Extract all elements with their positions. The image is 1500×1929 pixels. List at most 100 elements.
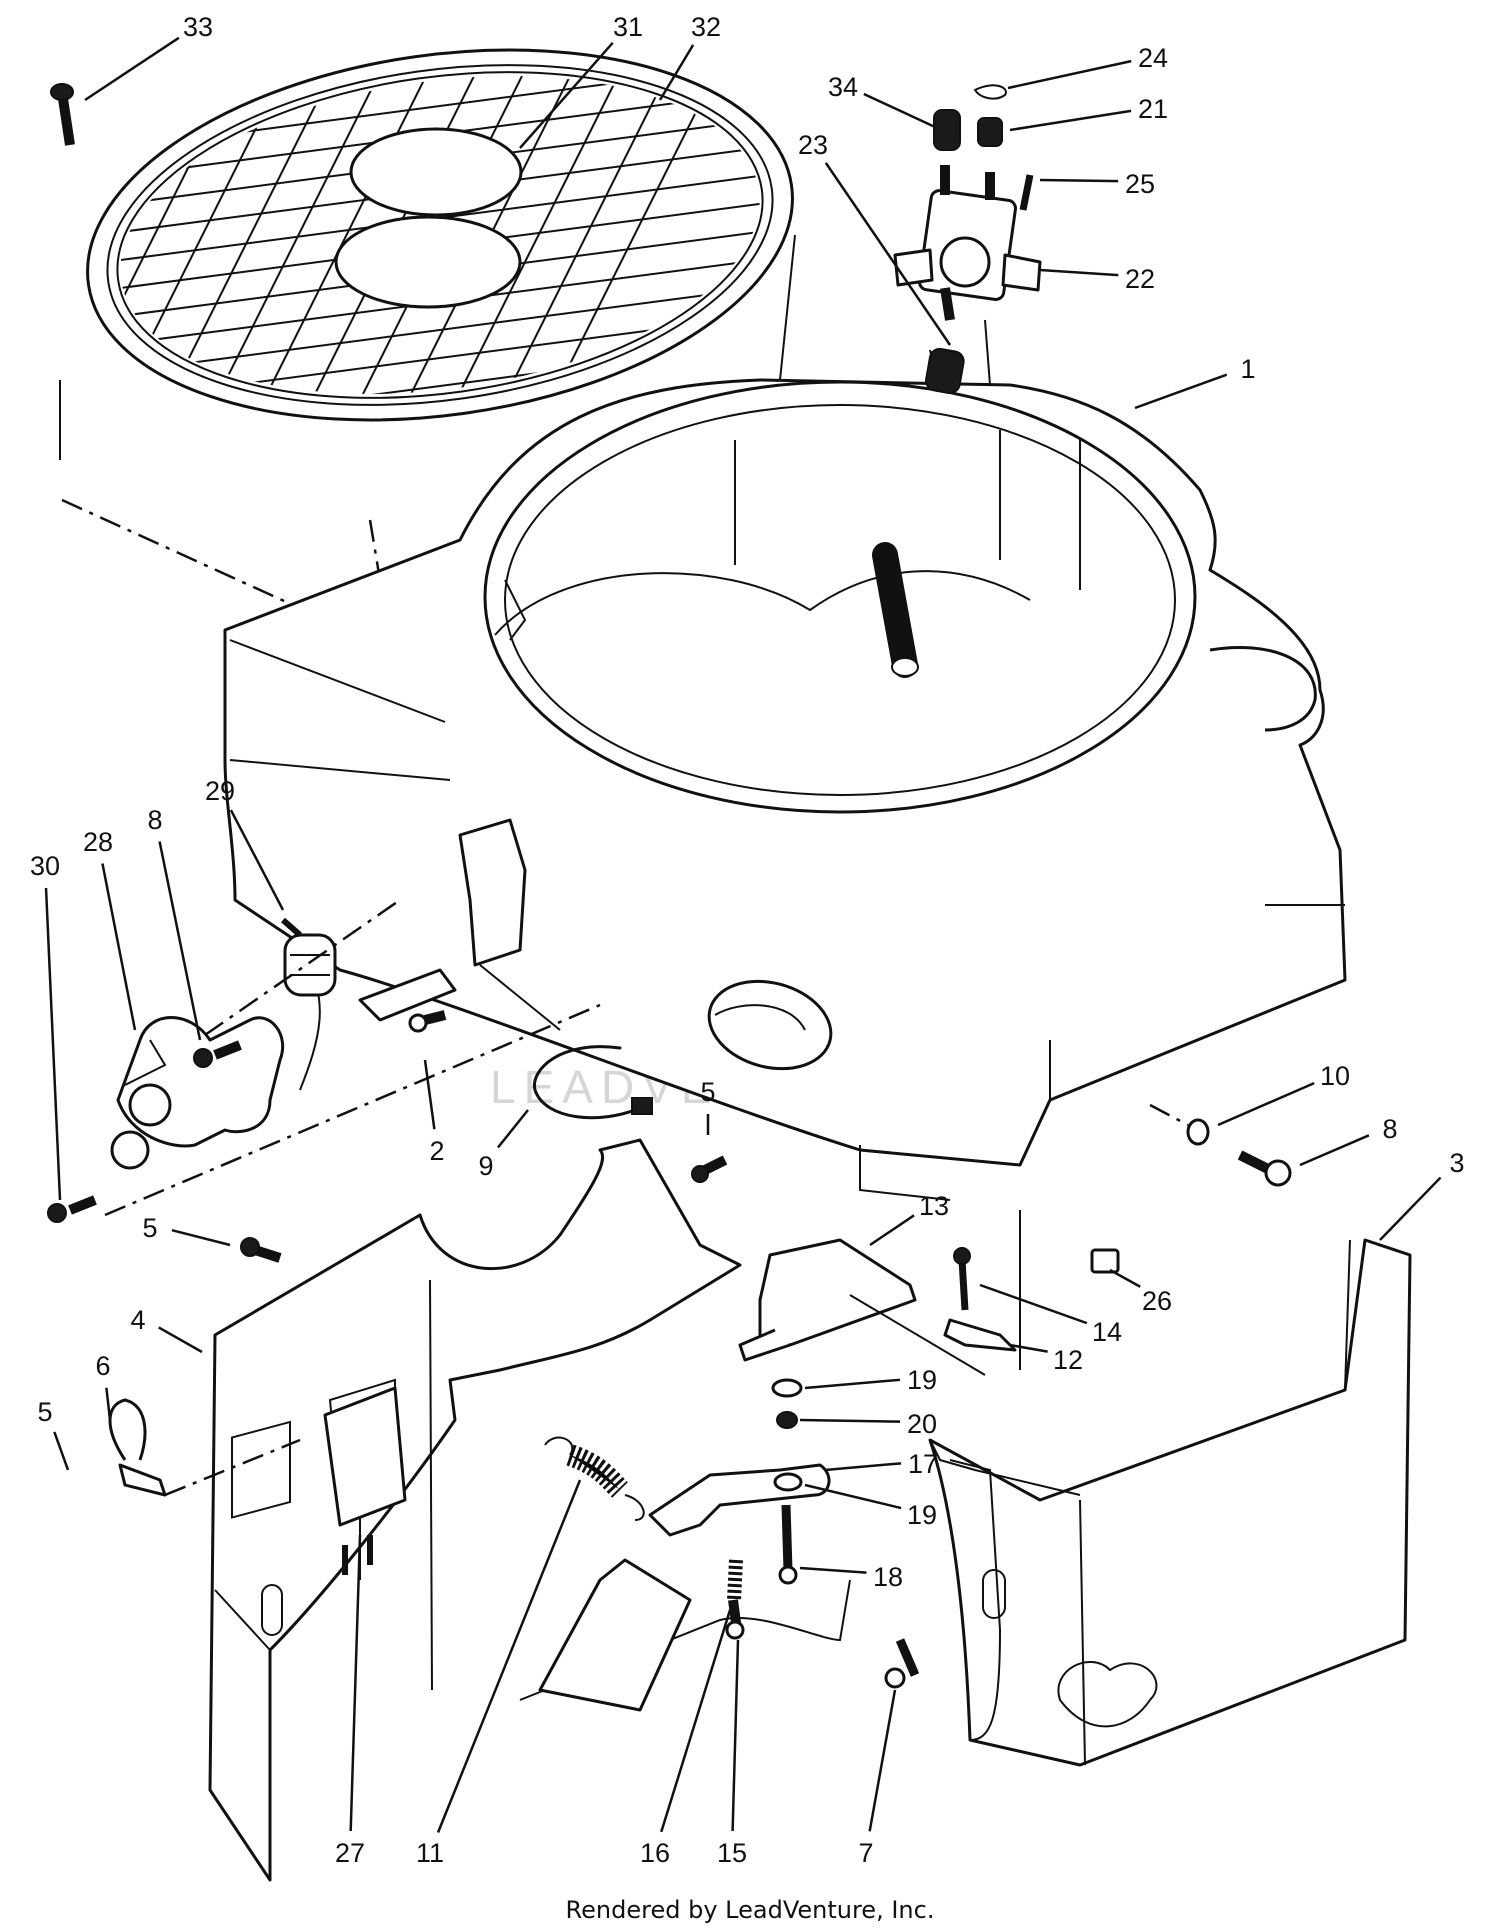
callout-7: 7 [858,1838,873,1868]
right-air-baffle [884,1238,1412,1767]
callout-5b: 5 [142,1213,157,1243]
leader-lines [44,36,1442,1833]
callout-6: 6 [95,1351,110,1381]
leader-line-18 [799,1566,867,1574]
leader-line-16 [660,1609,732,1833]
leader-line-24 [1007,59,1132,90]
leader-line-4 [158,1326,203,1354]
leader-line-1 [1134,373,1228,410]
governor-lever [538,1463,831,1712]
wire-clip-tab [631,1097,653,1115]
washer-bolt-right [1149,1103,1292,1187]
callout-19a: 19 [907,1365,937,1395]
leader-line-25 [1039,178,1119,183]
callout-18: 18 [873,1562,903,1592]
callout-14: 14 [1092,1317,1122,1347]
fuel-pump [893,165,1042,391]
callout-4: 4 [130,1305,145,1335]
cable-clamp [108,1398,301,1497]
callout-5a: 5 [700,1077,715,1107]
callout-30: 30 [30,851,60,881]
callout-26: 26 [1142,1286,1172,1316]
callout-3: 3 [1449,1148,1464,1178]
leader-line-21 [1009,109,1132,132]
mounting-bracket [358,818,561,1031]
leader-line-10 [1217,1081,1315,1127]
leader-line-32 [658,44,695,101]
left-air-baffle [208,1138,1021,1882]
throttle-bracket [738,1238,986,1376]
leader-line-28 [101,863,137,1031]
leader-line-22 [1039,268,1119,277]
grille-mount-line [61,498,387,642]
callout-11: 11 [416,1838,444,1868]
callout-5c: 5 [37,1397,52,1427]
bolts-left [47,1010,728,1263]
callout-9: 9 [478,1151,493,1181]
leader-line-11 [436,1479,582,1833]
fuel-line-caps [925,84,1034,395]
callout-12: 12 [1053,1345,1083,1375]
callout-20: 20 [907,1409,937,1439]
callout-2: 2 [429,1136,444,1166]
callout-15: 15 [717,1838,747,1868]
leader-line-2 [423,1059,436,1130]
callout-10: 10 [1320,1061,1350,1091]
leader-line-29 [229,809,285,911]
leader-line-13 [869,1214,915,1247]
callout-24: 24 [1138,43,1168,73]
callout-31: 31 [613,12,643,42]
leader-line-17 [824,1462,902,1472]
callout-33: 33 [183,12,213,42]
callout-13: 13 [919,1191,949,1221]
leader-line-15 [731,1639,740,1832]
rectifier-module [323,1386,407,1575]
callout-32: 32 [691,12,721,42]
leader-line-20 [799,1418,901,1423]
callout-25: 25 [1125,169,1155,199]
leader-line-5b [171,1228,231,1247]
leader-line-19a [804,1378,901,1390]
callout-8a: 8 [147,805,162,835]
leader-line-14 [979,1283,1088,1325]
leader-line-8a [158,841,202,1041]
leader-line-6 [105,1387,112,1421]
leader-line-27 [349,1534,362,1832]
leader-line-34 [863,92,936,129]
leader-line-19b [804,1483,902,1510]
grille-screen [59,37,796,460]
blower-housing [223,378,1347,1201]
grille-screw [50,83,75,146]
callout-28: 28 [83,827,113,857]
washer-stack [725,1378,803,1640]
callout-17: 17 [908,1449,938,1479]
callout-23: 23 [798,130,828,160]
callout-19b: 19 [907,1500,937,1530]
callout-27: 27 [335,1838,365,1868]
callout-22: 22 [1125,264,1155,294]
callout-16: 16 [640,1838,670,1868]
ignition-mount-line [104,1003,601,1217]
wire-clip [532,1045,642,1120]
leader-line-30 [44,887,62,1201]
callout-29: 29 [205,776,235,806]
callout-1: 1 [1240,354,1255,384]
leader-line-33 [84,36,180,102]
callout-8b: 8 [1382,1114,1397,1144]
callout-34: 34 [828,72,858,102]
leader-line-31 [519,42,614,149]
callout-21: 21 [1138,94,1168,124]
leader-line-8b [1299,1134,1370,1167]
leader-line-26 [1109,1268,1141,1288]
condenser [281,917,337,997]
bracket-clip [943,1247,1120,1352]
governor-spring [544,1436,645,1521]
footer-credit: Rendered by LeadVenture, Inc. [565,1896,935,1924]
leader-line-9 [496,1109,529,1149]
leader-line-23 [824,162,952,346]
leader-line-7 [868,1689,897,1832]
leader-line-5c [53,1431,70,1471]
